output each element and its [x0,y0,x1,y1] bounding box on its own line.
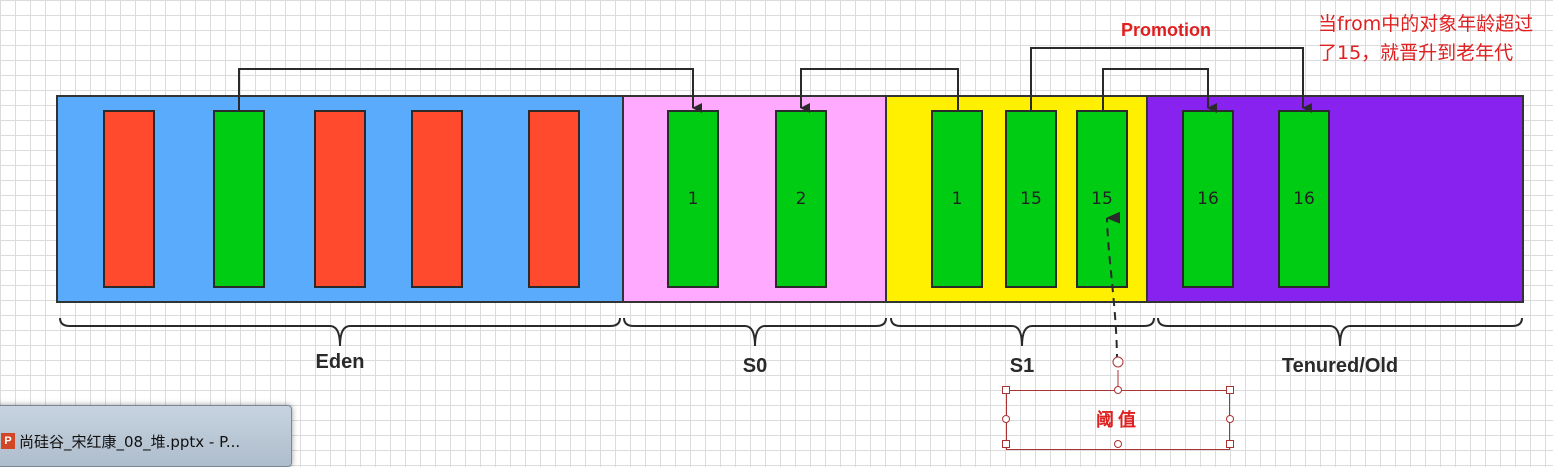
object-block [103,110,155,288]
object-block: 16 [1278,110,1330,288]
copy-arrow-s1-to-s0 [800,68,959,113]
connectors-layer [59,47,1523,390]
label-s1: S1 [1009,355,1035,377]
threshold-dashed-arrow [1106,211,1121,363]
object-age: 15 [1020,189,1042,209]
object-age: 2 [795,189,807,209]
resize-handle-top-right[interactable] [1226,386,1234,394]
object-block [411,110,463,288]
taskbar-preview[interactable]: P 尚硅谷_宋红康_08_堆.pptx - P... [0,405,292,467]
promotion-label: Promotion [1121,20,1211,40]
brace-s0 [623,317,887,347]
object-block [528,110,580,288]
resize-handle-bottom[interactable] [1114,440,1122,448]
label-tenured-old: Tenured/Old [1281,355,1399,377]
object-block [213,110,265,288]
object-age: 16 [1293,189,1315,209]
resize-handle-top[interactable] [1114,386,1122,394]
object-block: 15 [1076,110,1128,288]
threshold-label[interactable]: 阈值 [1096,410,1140,431]
object-age: 1 [951,189,963,209]
jvm-heap-diagram: 1 2 1 15 15 16 16 [0,13,1534,467]
object-block: 15 [1005,110,1057,288]
resize-handle-bottom-left[interactable] [1002,440,1010,448]
resize-handle-right[interactable] [1226,415,1234,423]
label-eden: Eden [315,351,365,373]
label-s0: S0 [742,355,768,377]
resize-handle-left[interactable] [1002,415,1010,423]
object-block: 1 [931,110,983,288]
object-age: 15 [1091,189,1113,209]
region-s0 [622,95,887,303]
promotion-arrow-inner [1102,68,1217,113]
resize-handle-top-left[interactable] [1002,386,1010,394]
object-block [314,110,366,288]
brace-eden [59,317,621,347]
copy-arrow-eden-to-s0 [238,68,702,113]
rotate-handle [1112,356,1124,368]
annotation-note: 当from中的对象年龄超过了15，就晋升到老年代 [1318,13,1534,64]
brace-s1 [890,317,1155,347]
powerpoint-icon: P [1,433,15,449]
brace-tenured [1157,317,1523,347]
object-block: 1 [667,110,719,288]
promotion-arrow-outer [1030,47,1312,113]
object-age: 16 [1197,189,1219,209]
taskbar-window-title: 尚硅谷_宋红康_08_堆.pptx - P... [19,433,241,451]
resize-handle-bottom-right[interactable] [1226,440,1234,448]
object-age: 1 [687,189,699,209]
